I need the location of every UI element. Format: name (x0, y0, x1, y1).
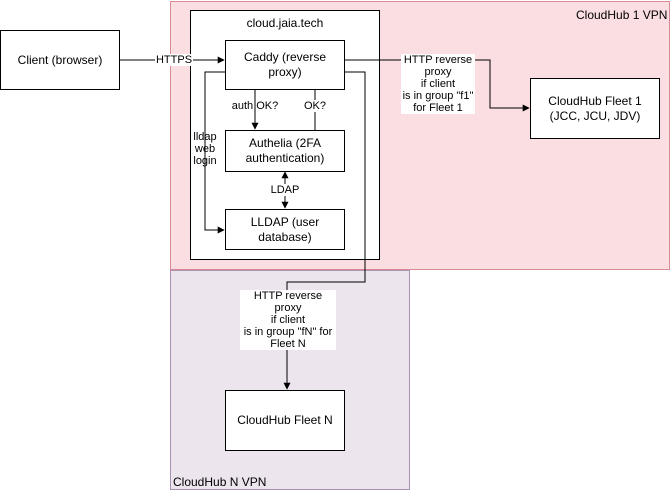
lldap-node: LLDAP (user database) (225, 209, 345, 250)
container-title: cloud.jaia.tech (246, 16, 324, 30)
ok-edge-label: OK? (300, 100, 330, 112)
caddy-node: Caddy (reverse proxy) (225, 40, 345, 90)
auth-ok-edge-label: auth OK? (231, 100, 279, 112)
client-browser-node: Client (browser) (0, 30, 120, 90)
fleet-1-proxy-edge-label: HTTP reverse proxy if client is in group… (401, 54, 475, 114)
authelia-node: Authelia (2FA authentication) (225, 130, 345, 172)
cloudhub-fleet-1-node: CloudHub Fleet 1 (JCC, JCU, JDV) (530, 78, 660, 139)
lldap-web-login-edge-label: lldap web login (193, 131, 217, 167)
https-edge-label: HTTPS (155, 54, 193, 66)
cloudhub-1-vpn-label: CloudHub 1 VPN (576, 8, 668, 22)
ldap-edge-label: LDAP (268, 184, 302, 196)
cloudhub-fleet-n-node: CloudHub Fleet N (225, 390, 345, 451)
fleet-n-proxy-edge-label: HTTP reverse proxy if client is in group… (240, 290, 336, 350)
cloudhub-n-vpn-label: CloudHub N VPN (173, 475, 267, 489)
